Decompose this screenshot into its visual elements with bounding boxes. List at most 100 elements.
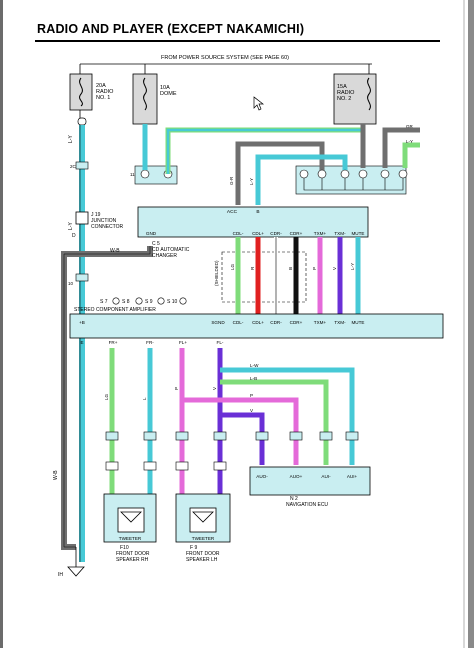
speaker-connectors (105, 431, 359, 471)
cd-changer-name2: CHANGER (152, 253, 177, 259)
fuse-radio1-label2: NO. 1 (96, 95, 110, 101)
svg-text:L-Y: L-Y (406, 139, 413, 144)
cd-pin-txm-plus: TXM+ (314, 231, 327, 236)
svg-text:10: 10 (68, 281, 74, 286)
amplifier-box (69, 313, 444, 339)
fuse-dome-amp: 10A (160, 85, 170, 91)
right-frame-inner-edge (463, 0, 465, 648)
fuse-radio1-amp: 20A (96, 83, 106, 89)
speaker-rh-line1: FRONT DOOR (116, 551, 150, 557)
svg-text:B: B (288, 267, 293, 270)
speaker-lh-line2: SPEAKER LH (186, 557, 218, 563)
amp-pin-sgnd: SGND (211, 320, 225, 325)
wire-cyan-b (255, 154, 348, 205)
wire-label-v: V (250, 408, 254, 413)
plug-row: S 7 S 8 S 9 S 10 (100, 297, 187, 305)
amp-pin-txm-plus: TXM+ (314, 320, 327, 325)
speaker-front-lh: TWEETER F 9 FRONT DOOR SPEAKER LH (175, 493, 231, 563)
amp-pin-mute: MUTE (351, 320, 364, 325)
svg-text:G-R: G-R (229, 176, 234, 185)
junction-connector-box (75, 211, 89, 225)
cd-pin-gnd: GND (146, 231, 157, 236)
speaker-lh-code: F 9 (190, 545, 197, 551)
navigation-ecu-box (249, 466, 371, 496)
amp-pin-fl-minus: FL- (217, 340, 224, 345)
cursor-icon (253, 96, 265, 111)
svg-text:L: L (142, 397, 147, 400)
fuse-radio2-amp: 15A (337, 84, 347, 90)
fuse-radio2: 15A RADIO NO. 2 (333, 73, 377, 125)
nav-pin-aui-plus: AUI+ (347, 474, 358, 479)
svg-text:2C: 2C (70, 164, 77, 169)
svg-text:R: R (250, 266, 255, 270)
cd-pin-b: B (256, 209, 259, 215)
svg-text:LG: LG (104, 393, 109, 400)
amp-pin-txm-minus: TXM- (334, 320, 346, 325)
svg-text:P: P (174, 387, 179, 390)
cd-pin-cdl-minus: CDL- (233, 231, 244, 236)
svg-text:V: V (332, 266, 337, 270)
amp-pin-b: +B (79, 320, 85, 325)
svg-text:L-Y: L-Y (249, 178, 254, 185)
right-frame-edge (468, 0, 474, 648)
nav-pin-auo-minus: AUO- (256, 474, 268, 479)
title-underline (35, 40, 440, 42)
speaker-front-rh: TWEETER F10 FRONT DOOR SPEAKER RH (103, 493, 157, 563)
cd-pin-cdr-minus: CDR- (270, 231, 282, 236)
wire-nav-lb (220, 379, 329, 465)
wire-label-wb: W-B (110, 248, 120, 254)
svg-text:TWEETER: TWEETER (119, 536, 142, 541)
power-source-note: FROM POWER SOURCE SYSTEM (SEE PAGE 60) (161, 55, 289, 61)
svg-text:S 9: S 9 (145, 299, 153, 305)
connector-pins-right (299, 169, 408, 191)
svg-text:S 10: S 10 (167, 299, 178, 305)
wire-nav-v (220, 412, 265, 465)
left-frame-edge (0, 0, 3, 648)
svg-text:L-Y: L-Y (68, 135, 74, 143)
speaker-rh-line2: SPEAKER RH (116, 557, 149, 563)
amp-pin-cdr-minus: CDR- (270, 320, 282, 325)
svg-text:LG: LG (230, 263, 235, 270)
amp-pin-fr-plus: FR+ (109, 340, 118, 345)
wire-label-lw: L-W (250, 363, 259, 368)
svg-text:D: D (72, 233, 76, 239)
svg-text:P: P (312, 267, 317, 270)
fuse-dome: 10A DOME (132, 73, 177, 125)
svg-text:TWEETER: TWEETER (192, 536, 215, 541)
fuse-radio1: 20A RADIO NO. 1 (69, 73, 114, 111)
nav-pin-aui-minus: AUI- (321, 474, 331, 479)
amplifier-name: STEREO COMPONENT AMPLIFIER (74, 307, 156, 313)
svg-text:L-Y: L-Y (68, 222, 74, 230)
amp-pin-cdl-plus: CDL+ (252, 320, 264, 325)
amp-pin-fl-plus: FL+ (179, 340, 187, 345)
speaker-lh-line1: FRONT DOOR (186, 551, 220, 557)
svg-text:V: V (212, 386, 217, 390)
svg-text:11: 11 (130, 172, 135, 177)
cd-pin-txm-minus: TXM- (334, 231, 346, 236)
cd-changer-name1: CD AUTOMATIC (152, 247, 190, 253)
svg-text:GR: GR (406, 124, 414, 129)
shielded-box (221, 251, 307, 303)
amp-pin-e: E (80, 340, 83, 345)
wire-nav-p (182, 397, 299, 465)
cd-pin-mute: MUTE (351, 231, 364, 236)
wire-label-lb: L-B (250, 376, 257, 381)
fuse-radio2-label2: NO. 2 (337, 96, 351, 102)
svg-text:S 7: S 7 (100, 299, 108, 305)
nav-pin-auo-plus: AUO+ (290, 474, 303, 479)
shielded-label: (SHIELDED) (214, 260, 219, 286)
nav-ecu-name: NAVIGATION ECU (286, 502, 328, 508)
cd-pin-cdl-plus: CDL+ (252, 231, 264, 236)
junction-name2: CONNECTOR (91, 224, 124, 230)
wire-label-p: P (250, 393, 253, 398)
amp-pin-cdl-minus: CDL- (233, 320, 244, 325)
fuse-radio1-label: RADIO (96, 89, 114, 95)
ground-icon (67, 566, 85, 577)
amp-pin-cdr-plus: CDR+ (290, 320, 303, 325)
junction-code: J 19 (91, 212, 101, 218)
svg-text:IH: IH (58, 572, 63, 578)
fuse-radio2-label: RADIO (337, 90, 355, 96)
cd-pin-acc: ACC (227, 209, 238, 215)
cd-changer-code: C 5 (152, 241, 160, 247)
